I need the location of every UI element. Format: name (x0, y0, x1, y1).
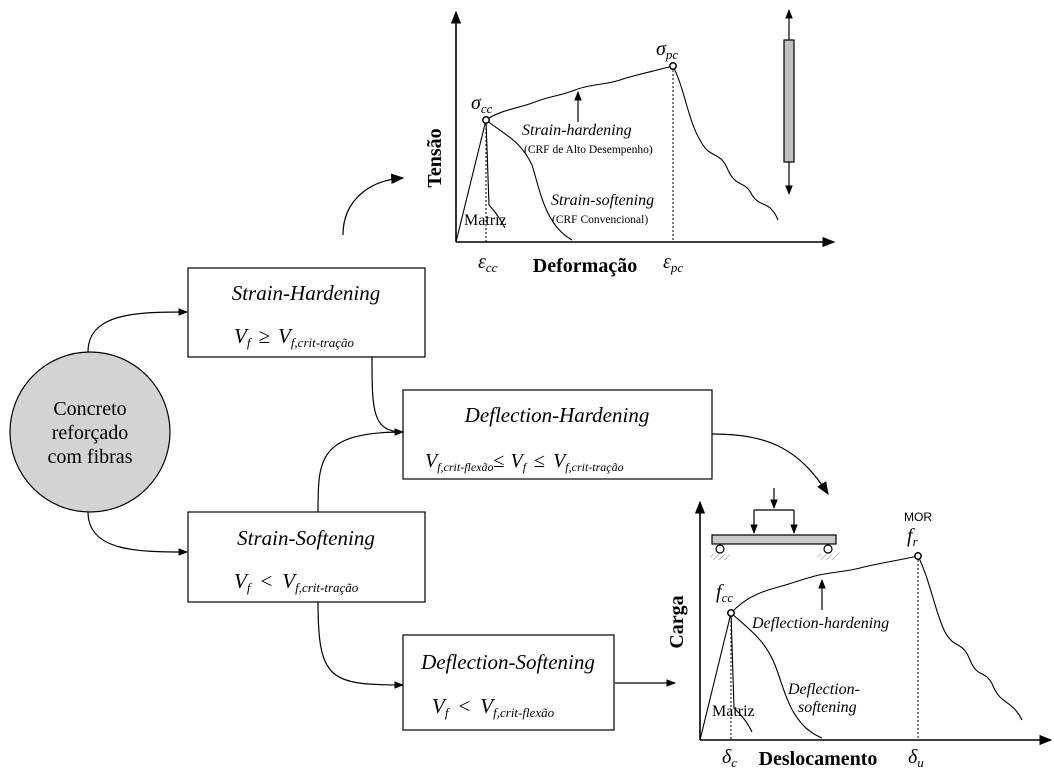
deflection-hardening-condition: Vf,crit-flexão≤Vf≤Vf,crit-tração (425, 450, 624, 474)
beam (711, 534, 837, 545)
load-softening-label-1: Deflection- (787, 681, 860, 698)
beam-ground-right (818, 554, 838, 560)
deflection-softening-title: Deflection-Softening (420, 650, 595, 674)
connector-to-tension-chart (342, 173, 405, 236)
connector-ss-to-ds (317, 601, 404, 689)
load-matrix-label: Matriz (712, 703, 755, 720)
tension-matrix-label: Matriz (464, 212, 507, 229)
tension-peak-point (669, 62, 677, 70)
load-hardening-label: Deflection-hardening (751, 615, 889, 632)
strain-softening-condition: Vf<Vf,crit-tração (234, 569, 359, 595)
tension-sigma-cc: σcc (471, 92, 493, 116)
bending-beam-figure (710, 488, 838, 560)
tension-elastic-line (455, 119, 487, 243)
load-fr: fr (907, 525, 919, 549)
tension-x-label: Deformação (533, 255, 637, 277)
tension-epsilon-cc: εcc (478, 251, 498, 275)
load-hardening-curve (730, 555, 919, 614)
root-line-2: reforçado (52, 422, 129, 444)
box-strain-softening: Strain-Softening Vf<Vf,crit-tração (187, 511, 426, 603)
load-delta-u: δu (908, 746, 924, 770)
root-line-3: com fibras (48, 446, 133, 468)
tension-hardening-label: Strain-hardening (522, 122, 632, 139)
tension-softening-label: Strain-softening (551, 192, 654, 209)
box-deflection-softening: Deflection-Softening Vf<Vf,crit-flexão (402, 634, 615, 731)
beam-ground-left (710, 554, 730, 560)
tension-matrix-curve (485, 119, 506, 229)
tensile-specimen (783, 39, 795, 163)
load-fcc: fcc (716, 581, 733, 605)
connector-ss-to-dh (317, 431, 404, 513)
connector-root-to-strain-hardening (87, 308, 188, 353)
strain-hardening-condition: Vf≥Vf,crit-tração (234, 324, 354, 350)
tension-softening-curve (485, 119, 573, 241)
load-mor-label: MOR (904, 510, 932, 524)
load-softening-curve (730, 612, 823, 739)
tension-softening-note: (CRF Convencional) (552, 214, 648, 226)
beam-support-right (823, 544, 833, 554)
load-x-label: Deslocamento (759, 748, 878, 770)
root-line-1: Concreto (53, 398, 126, 420)
load-chart: Carga Deslocamento MOR fr fcc δc δu Defl… (666, 488, 1053, 770)
tension-sigma-pc: σpc (656, 38, 678, 62)
load-matrix-curve (730, 612, 753, 733)
connector-sh-to-dh (371, 356, 404, 436)
tension-hardening-note: (CRF de Alto Desempenho) (524, 144, 653, 156)
tension-epsilon-pc: εpc (663, 251, 683, 275)
tension-post-peak-curve (672, 65, 779, 221)
tension-y-label: Tensão (424, 128, 446, 187)
load-peak-point (914, 552, 922, 560)
tension-chart: Tensão Deformação σcc σpc εcc εpc Strain… (424, 9, 836, 277)
load-softening-label-2: softening (798, 699, 857, 716)
tension-hardening-curve (485, 65, 674, 121)
strain-hardening-title: Strain-Hardening (232, 281, 381, 305)
beam-support-left (715, 544, 725, 554)
box-deflection-hardening: Deflection-Hardening Vf,crit-flexão≤Vf≤V… (402, 389, 713, 480)
box-strain-hardening: Strain-Hardening Vf≥Vf,crit-tração (187, 267, 426, 358)
connector-root-to-strain-softening (87, 511, 188, 556)
load-y-label: Carga (666, 595, 688, 648)
load-first-crack-point (727, 609, 735, 617)
tension-first-crack-point (482, 116, 490, 124)
connector-dh-to-load-chart (711, 433, 829, 496)
strain-softening-title: Strain-Softening (237, 526, 375, 550)
deflection-softening-condition: Vf<Vf,crit-flexão (432, 694, 555, 720)
load-delta-c: δc (722, 746, 737, 770)
root-circle (9, 351, 171, 513)
load-elastic-line (699, 612, 732, 741)
root-node: Concreto reforçado com fibras (9, 351, 171, 513)
load-post-peak-curve (917, 555, 1023, 721)
deflection-hardening-title: Deflection-Hardening (464, 403, 650, 427)
